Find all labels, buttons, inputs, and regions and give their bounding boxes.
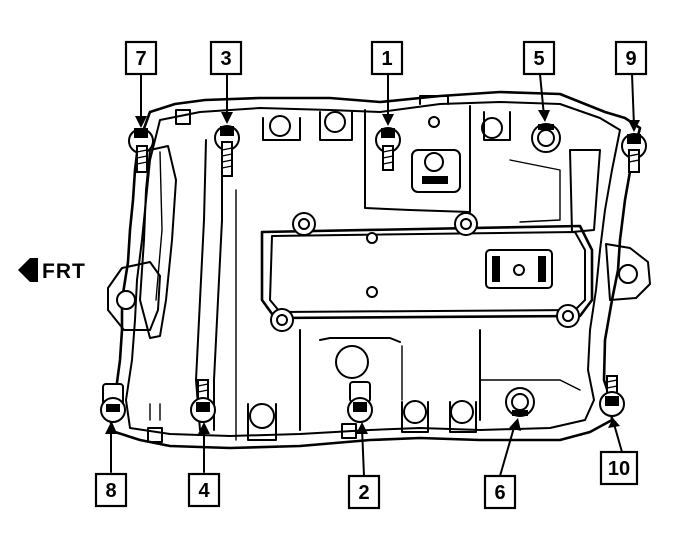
callout-7: 7 bbox=[124, 40, 158, 76]
callout-1-label: 1 bbox=[381, 48, 392, 70]
callout-4-label: 4 bbox=[198, 480, 210, 502]
callout-5: 5 bbox=[522, 40, 556, 76]
bolts bbox=[100, 123, 647, 423]
bolt-5 bbox=[531, 123, 561, 153]
callout-4: 4 bbox=[187, 472, 221, 508]
bolt-9 bbox=[621, 133, 647, 173]
callout-10-label: 10 bbox=[608, 458, 630, 480]
callout-7-label: 7 bbox=[135, 48, 146, 70]
callout-8-label: 8 bbox=[105, 480, 116, 502]
bolt-6 bbox=[505, 387, 535, 417]
callout-1: 1 bbox=[370, 40, 404, 76]
callout-6-label: 6 bbox=[494, 482, 505, 504]
front-arrow-icon bbox=[18, 258, 38, 282]
bolt-1 bbox=[375, 127, 401, 171]
callout-9: 9 bbox=[614, 40, 648, 76]
callout-8: 8 bbox=[94, 472, 128, 508]
bolt-10 bbox=[599, 375, 625, 417]
callout-2-label: 2 bbox=[358, 482, 369, 504]
bolt-4 bbox=[190, 379, 216, 423]
callout-10: 10 bbox=[599, 450, 639, 486]
bolt-7 bbox=[128, 128, 154, 173]
callout-2: 2 bbox=[347, 474, 381, 510]
callout-3: 3 bbox=[209, 40, 243, 76]
bolt-3 bbox=[214, 125, 240, 177]
front-direction-label: FRT bbox=[42, 260, 86, 283]
bolt-2 bbox=[347, 381, 373, 423]
callout-3-label: 3 bbox=[220, 48, 231, 70]
callout-5-label: 5 bbox=[533, 48, 544, 70]
callout-6: 6 bbox=[483, 474, 517, 510]
callout-9-label: 9 bbox=[625, 48, 636, 70]
bolt-8 bbox=[100, 383, 126, 423]
leader-lines bbox=[105, 73, 640, 477]
manifold-outline bbox=[106, 90, 651, 450]
front-direction-indicator: FRT bbox=[18, 258, 86, 283]
